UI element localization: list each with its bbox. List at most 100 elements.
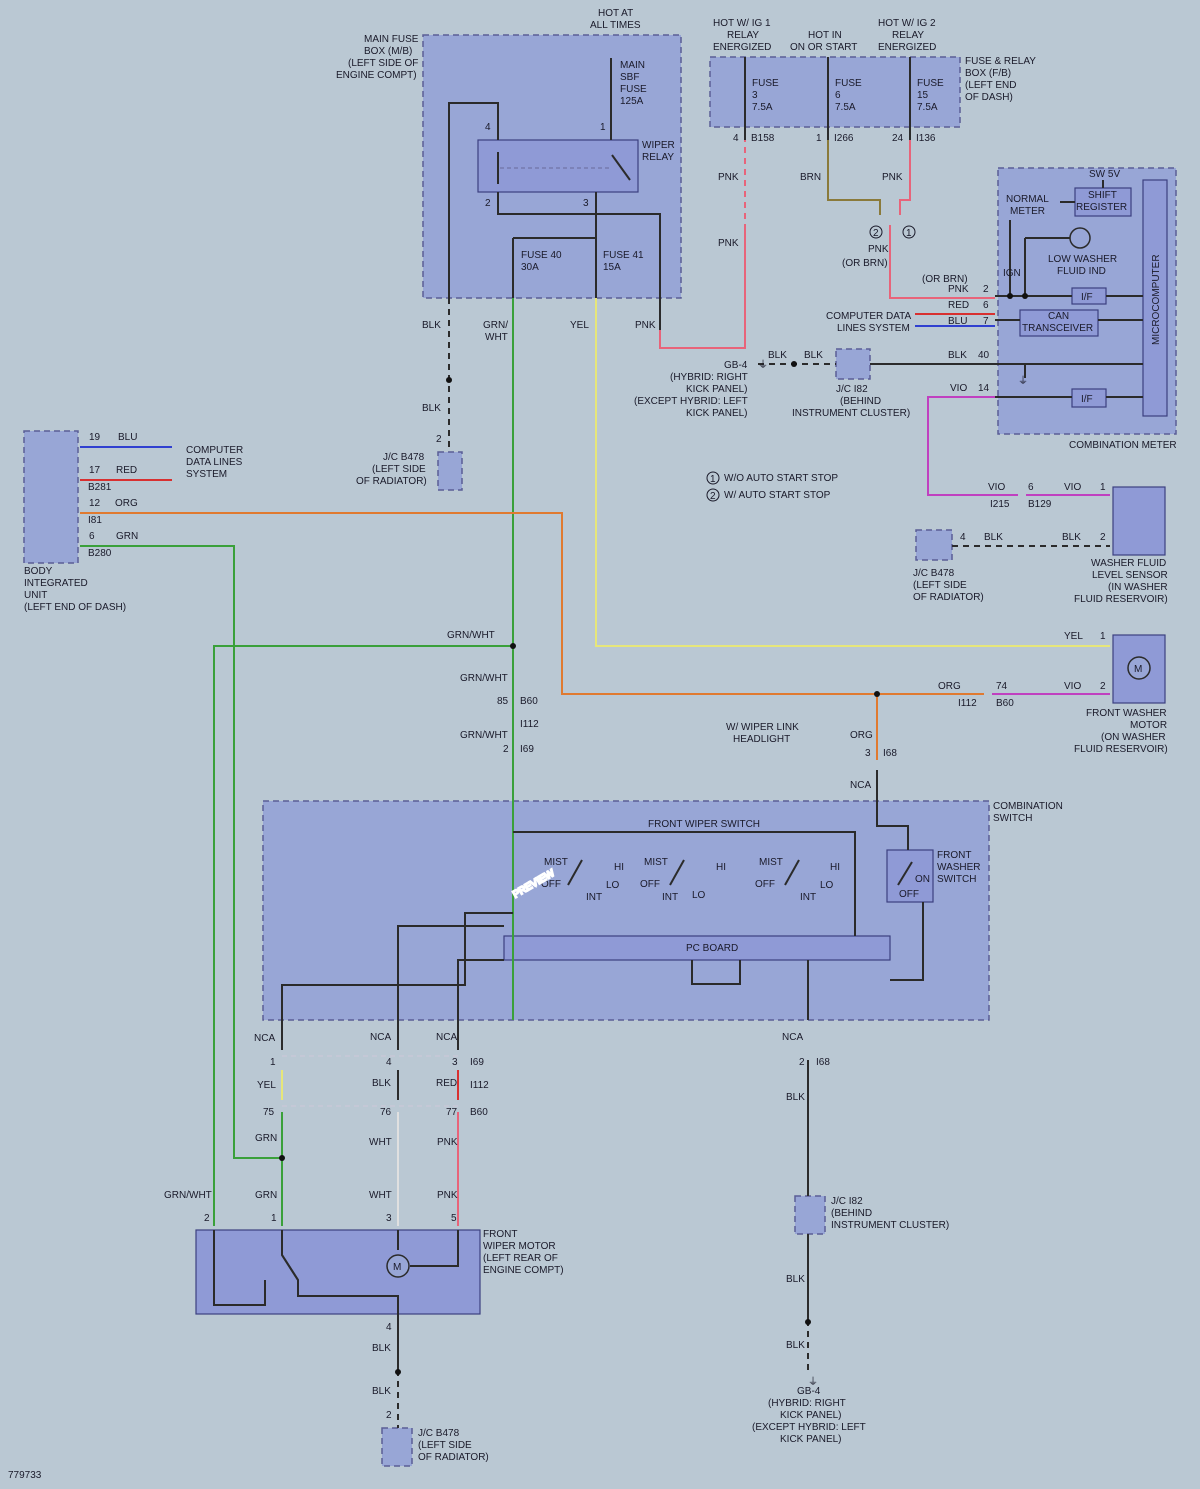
- wire-vio-meter: [927, 396, 1018, 496]
- wire-motor-int: [213, 1230, 266, 1306]
- cs-label-1: COMBINATION: [993, 801, 1063, 812]
- body-pin-19: 19: [89, 432, 101, 443]
- mid-wiper-link-1: W/ WIPER LINK: [726, 722, 799, 733]
- low-mp1: 1: [271, 1213, 277, 1224]
- sensor-label-3: (IN WASHER: [1108, 582, 1168, 593]
- gb4-top-4: (EXCEPT HYBRID: LEFT: [634, 396, 748, 407]
- circ1-ring: [902, 225, 916, 239]
- gb4-top-2: (HYBRID: RIGHT: [670, 372, 748, 383]
- relay-pin1: 1: [600, 122, 606, 133]
- relay-pin3: 3: [583, 198, 589, 209]
- meter-pin-40: 40: [978, 350, 990, 361]
- jc-b478-box-1: [437, 451, 463, 491]
- wiper-motor-jc-2: (LEFT SIDE: [418, 1440, 472, 1451]
- wire-motor-int4: [410, 1230, 459, 1267]
- body-wire-org: ORG: [115, 498, 138, 509]
- wire-pnk-fuse3: [659, 230, 746, 349]
- hot-all-times-1: HOT AT: [598, 8, 633, 19]
- wm-label-4: FLUID RESERVOIR): [1074, 744, 1168, 755]
- wire-resistor: [691, 960, 741, 985]
- bottom-gb4-1: GB-4: [797, 1386, 821, 1397]
- meter-sw5v: SW 5V: [1089, 169, 1120, 180]
- hot-ig1-2: RELAY: [727, 30, 759, 41]
- body-conn-i81: I81: [88, 515, 102, 526]
- frb-label-1: FUSE & RELAY: [965, 56, 1036, 67]
- jc-b478-box-3: [381, 1427, 413, 1467]
- splice-dot-2: [510, 643, 516, 649]
- wiper-motor-m: M: [393, 1262, 401, 1273]
- fuse3-2: 3: [752, 90, 758, 101]
- gb4-top-5: KICK PANEL): [686, 408, 748, 419]
- cs-hi-1: HI: [614, 862, 624, 873]
- legend-text-1: W/O AUTO START STOP: [724, 473, 838, 484]
- sbf-4: 125A: [620, 96, 644, 107]
- low-nca-2: NCA: [370, 1032, 391, 1043]
- wire-pnk-fuse15: [899, 140, 911, 215]
- meter-wire-blk: BLK: [948, 350, 967, 361]
- legend-num-2: 2: [710, 491, 716, 502]
- sensor-vio-a: VIO: [988, 482, 1005, 493]
- jc-i82-top-1: J/C I82: [836, 384, 868, 395]
- label-relay-pnk: PNK: [635, 320, 656, 331]
- jc-i82-box-2: [794, 1195, 826, 1235]
- wire-grn-body: [80, 545, 282, 1159]
- low-blk: BLK: [372, 1078, 391, 1089]
- cs-on: ON: [915, 874, 930, 885]
- cs-off-2: OFF: [640, 879, 660, 890]
- body-computer-data-3: SYSTEM: [186, 469, 227, 480]
- cs-washer-3: SWITCH: [937, 874, 976, 885]
- label-relay-blk2: BLK: [422, 403, 441, 414]
- low-pin2: 2: [799, 1057, 805, 1068]
- gb4-top-3: KICK PANEL): [686, 384, 748, 395]
- low-wht2: WHT: [369, 1190, 392, 1201]
- bottom-jc-3: INSTRUMENT CLUSTER): [831, 1220, 949, 1231]
- wm-m: M: [1134, 664, 1142, 675]
- fuse3-3: 7.5A: [752, 102, 773, 113]
- sensor-jc-3: OF RADIATOR): [913, 592, 984, 603]
- meter-pin-14: 14: [978, 383, 990, 394]
- mid-i112: I112: [520, 719, 539, 730]
- meter-ign: IGN: [1003, 268, 1021, 279]
- jc-b478-top-2: (LEFT SIDE: [372, 464, 426, 475]
- ground-icon-1: ⏚: [758, 359, 768, 371]
- cs-off-3: OFF: [755, 879, 775, 890]
- fuse6-1: FUSE: [835, 78, 862, 89]
- wiper-motor-jc-1: J/C B478: [418, 1428, 460, 1439]
- conn-i136: I136: [916, 133, 936, 144]
- meter-low-2: FLUID IND: [1057, 266, 1106, 277]
- wm-pin2: 2: [1100, 681, 1106, 692]
- diagram-code: 779733: [8, 1470, 42, 1481]
- wire-motor-int2: [281, 1230, 399, 1314]
- low-mp3: 3: [386, 1213, 392, 1224]
- low-i112: I112: [470, 1080, 489, 1091]
- sensor-pin6: 6: [1028, 482, 1034, 493]
- hot-on-start-2: ON OR START: [790, 42, 857, 53]
- mid-b60: B60: [520, 696, 538, 707]
- wire-brn: [827, 140, 881, 215]
- cs-mist-3: MIST: [759, 857, 783, 868]
- washer-switch-box: [886, 849, 934, 903]
- label-blk-a: BLK: [768, 350, 787, 361]
- hot-ig1-1: HOT W/ IG 1: [713, 18, 771, 29]
- conn-b158-pin: 4: [733, 133, 739, 144]
- low-pin75: 75: [263, 1107, 275, 1118]
- switch-contact-3: [784, 859, 800, 886]
- wiper-relay-2: RELAY: [642, 152, 674, 163]
- bottom-gb4-5: KICK PANEL): [780, 1434, 842, 1445]
- cs-label-2: SWITCH: [993, 813, 1032, 824]
- can-transceiver-box: [1019, 309, 1099, 337]
- conn-b158: B158: [751, 133, 775, 144]
- cs-off-1: OFF: [541, 879, 561, 890]
- body-wire-grn: GRN: [116, 531, 138, 542]
- wiper-motor-label-1: FRONT: [483, 1229, 517, 1240]
- label-blk-b: BLK: [804, 350, 823, 361]
- fuse3-1: FUSE: [752, 78, 779, 89]
- sensor-pin2: 2: [1100, 532, 1106, 543]
- jc-i82-top-2: (BEHIND: [840, 396, 881, 407]
- wm-yel: YEL: [1064, 631, 1083, 642]
- low-pin4: 4: [386, 1057, 392, 1068]
- label-circ2: 2: [873, 228, 879, 239]
- low-nca-1: NCA: [254, 1033, 275, 1044]
- sensor-jc-2: (LEFT SIDE: [913, 580, 967, 591]
